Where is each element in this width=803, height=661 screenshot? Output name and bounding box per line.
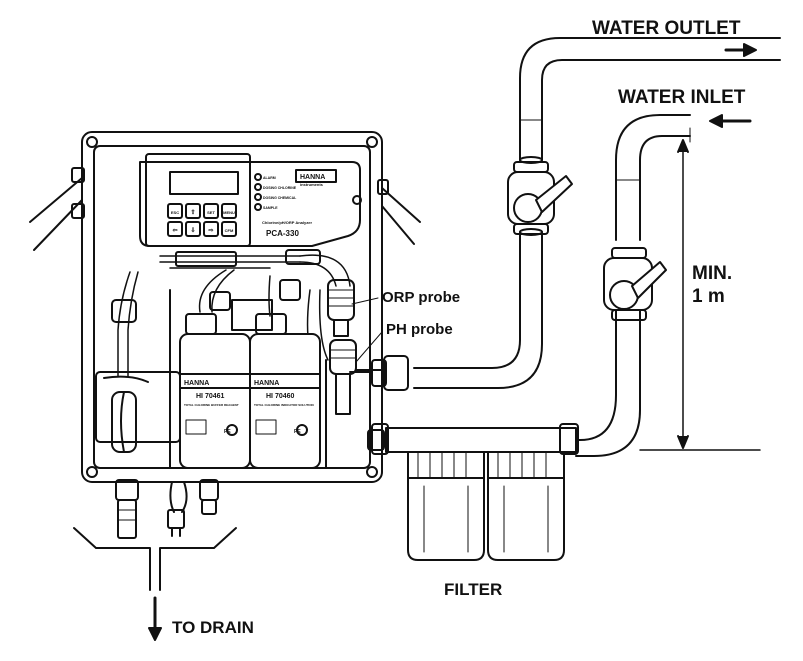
orp-leader-line [351, 297, 379, 305]
bottom-fittings [115, 479, 219, 539]
panel-model-desc: Chlorine/pH/ORP Analyzer [262, 220, 312, 225]
orp-probe-label: ORP probe [382, 289, 461, 306]
ph-probe-label: PH probe [386, 321, 453, 338]
inlet-arrow [709, 114, 752, 128]
reagent-bottle-2 [249, 313, 321, 469]
outlet-pipe [413, 37, 781, 389]
outlet-valve [507, 161, 573, 235]
inlet-pipe [575, 114, 691, 457]
filter-label: FILTER [444, 580, 503, 599]
outlet-arrow [724, 43, 757, 57]
water-outlet-label: WATER OUTLET [592, 18, 741, 39]
flow-cell [95, 371, 181, 453]
min-distance-dimension [639, 127, 761, 451]
controller-panel [145, 153, 337, 247]
drain-arrow [148, 596, 162, 641]
water-inlet-label: WATER INLET [618, 87, 746, 108]
indicator-label-3: SAMPLE [263, 206, 278, 210]
min-value-label: 1 m [692, 286, 725, 307]
key-left: ⇦ [171, 228, 177, 234]
indicator-label-0: ALARM [263, 176, 276, 180]
bottle-holder [169, 289, 327, 469]
bottle-2-desc: TOTAL CHLORINE INDICATOR SOLUTION [254, 403, 314, 407]
key-menu: MENU [223, 210, 235, 215]
key-down: ⇩ [190, 227, 195, 234]
min-label: MIN. [692, 263, 733, 284]
ph-probe [329, 339, 409, 415]
panel-brand: HANNA [300, 174, 325, 181]
key-up: ⇧ [190, 209, 195, 216]
panel-brand-sub: instruments [300, 182, 324, 187]
panel-model: PCA-330 [266, 229, 299, 238]
to-drain-label: TO DRAIN [172, 618, 254, 637]
ph-leader-line [355, 331, 383, 363]
reagent-bottle-1 [179, 313, 251, 469]
tube-fittings [111, 249, 321, 323]
bottle-1-code: HI 70461 [196, 393, 225, 400]
bottle-1-badge: PE [224, 429, 231, 435]
right-connectors [349, 359, 387, 451]
key-set: SET [207, 210, 215, 215]
bottle-1-brand: HANNA [184, 380, 209, 387]
key-right: ⇨ [208, 228, 213, 234]
orp-probe [327, 279, 355, 337]
bottle-1-desc: TOTAL CHLORINE BUFFER REAGENT [184, 403, 239, 407]
indicator-label-2: DOSING CHEMICAL [263, 196, 297, 200]
inlet-valve [603, 247, 667, 321]
indicator-label-1: DOSING CHLORINE [263, 186, 297, 190]
key-cfm: CFM [225, 228, 234, 233]
filter-assembly [371, 423, 579, 561]
drain-basin [73, 527, 237, 591]
bottle-2-code: HI 70460 [266, 393, 295, 400]
bottle-2-badge: PE [294, 429, 301, 435]
key-esc: ESC [171, 210, 179, 215]
bottle-2-brand: HANNA [254, 380, 279, 387]
